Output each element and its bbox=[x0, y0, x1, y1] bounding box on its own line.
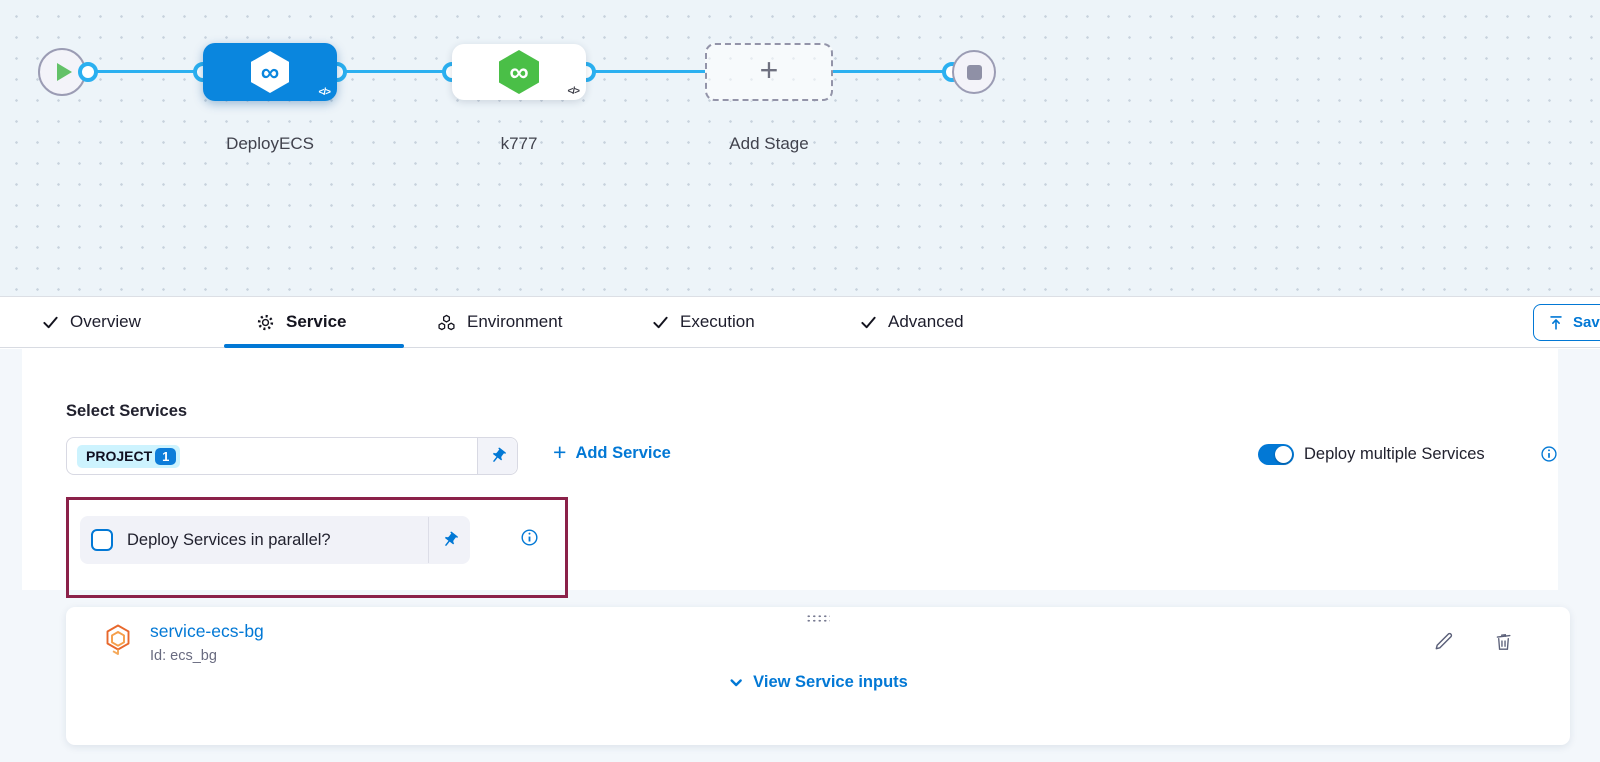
tab-label: Service bbox=[286, 312, 347, 331]
pin-icon bbox=[492, 447, 506, 462]
add-service-button[interactable]: + Add Service bbox=[553, 439, 671, 465]
view-service-inputs-button[interactable]: View Service inputs bbox=[728, 673, 908, 692]
deploy-parallel-checkbox[interactable] bbox=[91, 529, 113, 551]
stop-icon bbox=[966, 64, 982, 80]
environments-icon bbox=[438, 314, 455, 330]
active-tab-indicator bbox=[224, 344, 404, 348]
annotation-highlight-box bbox=[66, 497, 568, 598]
plus-icon: + bbox=[759, 52, 779, 88]
connector-port bbox=[78, 62, 98, 82]
tab-label: Advanced bbox=[888, 312, 964, 331]
save-button[interactable]: Save bbox=[1533, 304, 1600, 341]
pipeline-end-node bbox=[952, 50, 996, 94]
pipeline-canvas[interactable]: ∞ </> ∞ </> + DeployECS k777 Add Stage bbox=[0, 0, 1600, 296]
info-icon bbox=[521, 529, 538, 546]
tab-overview[interactable]: Overview bbox=[42, 297, 141, 347]
deploy-parallel-label: Deploy Services in parallel? bbox=[127, 530, 331, 549]
drag-handle[interactable] bbox=[806, 614, 830, 623]
code-badge-icon: </> bbox=[567, 86, 581, 97]
cd-stage-icon: ∞ bbox=[251, 51, 289, 93]
select-services-label: Select Services bbox=[66, 402, 188, 420]
stage-node-deployecs[interactable]: ∞ </> bbox=[203, 43, 337, 101]
view-inputs-label: View Service inputs bbox=[753, 673, 908, 691]
add-service-label: Add Service bbox=[575, 444, 671, 462]
tab-environment[interactable]: Environment bbox=[437, 297, 562, 347]
tab-label: Environment bbox=[467, 312, 563, 331]
stage-node-k777[interactable]: ∞ </> bbox=[452, 44, 586, 100]
delete-service-button[interactable] bbox=[1492, 630, 1516, 654]
pin-icon bbox=[444, 531, 458, 546]
stage-label-k777[interactable]: k777 bbox=[500, 134, 538, 153]
select-services-input[interactable]: PROJECT 1 bbox=[66, 437, 518, 475]
tag-text: PROJECT bbox=[86, 448, 153, 464]
cd-stage-icon: ∞ bbox=[499, 50, 539, 94]
edge-stage1-stage2 bbox=[337, 70, 452, 73]
play-icon bbox=[56, 63, 72, 81]
stage-config-tabbar: Overview Service Environment Execution A… bbox=[0, 296, 1600, 348]
info-icon bbox=[1541, 446, 1557, 462]
edit-service-button[interactable] bbox=[1432, 630, 1456, 654]
add-stage-button[interactable]: + bbox=[705, 43, 833, 101]
deploy-multiple-services-toggle[interactable] bbox=[1258, 444, 1294, 465]
tab-service[interactable]: Service bbox=[256, 297, 347, 347]
project-scope-tag[interactable]: PROJECT 1 bbox=[77, 444, 181, 468]
service-card: service-ecs-bg Id: ecs_bg View Service i… bbox=[66, 607, 1570, 745]
deploy-multiple-info-button[interactable] bbox=[1540, 445, 1558, 468]
upload-icon bbox=[1550, 315, 1562, 330]
service-name-link[interactable]: service-ecs-bg bbox=[150, 621, 264, 641]
toggle-knob bbox=[1275, 446, 1292, 463]
tab-execution[interactable]: Execution bbox=[652, 297, 755, 347]
divider bbox=[428, 517, 429, 563]
edge-addstage-stop bbox=[833, 70, 952, 73]
stage-label-add-stage: Add Stage bbox=[729, 134, 809, 153]
deploy-multiple-services-label: Deploy multiple Services bbox=[1304, 445, 1485, 463]
save-button-label: Save bbox=[1573, 314, 1600, 331]
tab-label: Overview bbox=[70, 312, 141, 331]
edge-start-stage1 bbox=[88, 70, 203, 73]
deploy-parallel-field: Deploy Services in parallel? bbox=[80, 516, 470, 564]
edge-stage2-addstage bbox=[586, 70, 705, 73]
gear-icon bbox=[257, 314, 274, 330]
chevron-down-icon bbox=[730, 678, 742, 686]
pin-runtime-input-button[interactable] bbox=[477, 438, 517, 474]
check-icon bbox=[653, 316, 668, 328]
plus-icon: + bbox=[553, 439, 567, 465]
pin-runtime-input-button[interactable] bbox=[429, 531, 470, 549]
tab-advanced[interactable]: Advanced bbox=[860, 297, 964, 347]
trash-icon bbox=[1496, 633, 1511, 650]
code-badge-icon: </> bbox=[318, 87, 332, 98]
tag-count-badge: 1 bbox=[155, 447, 177, 465]
check-icon bbox=[861, 316, 876, 328]
tab-label: Execution bbox=[680, 312, 755, 331]
deploy-parallel-info-button[interactable] bbox=[520, 528, 539, 552]
check-icon bbox=[43, 316, 58, 328]
stage-label-deployecs[interactable]: DeployECS bbox=[226, 134, 314, 153]
pencil-icon bbox=[1435, 632, 1453, 650]
service-id-text: Id: ecs_bg bbox=[150, 648, 217, 664]
service-hexagon-icon bbox=[106, 624, 130, 655]
